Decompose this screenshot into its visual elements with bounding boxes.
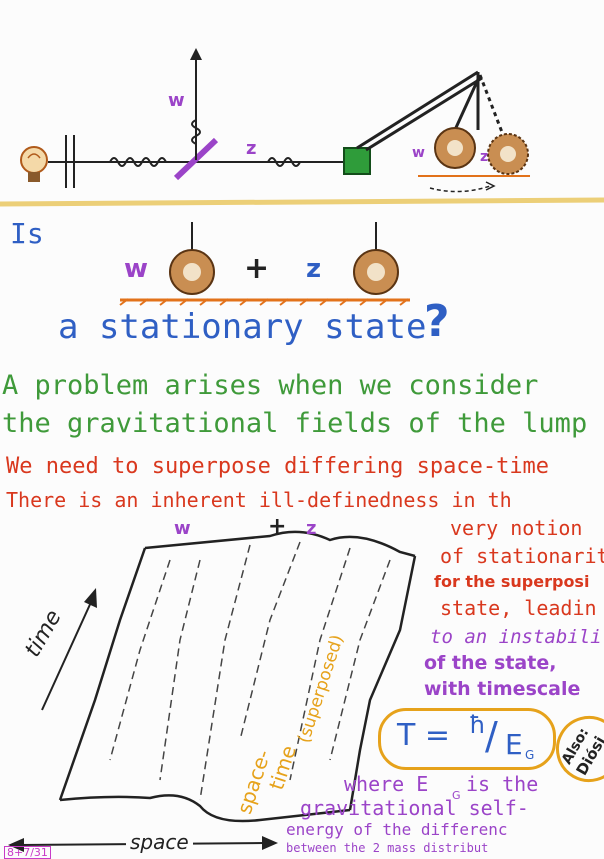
question-plus: + — [244, 251, 270, 286]
apparatus-diagram — [0, 48, 604, 207]
mass-lump-left — [434, 127, 476, 169]
right-text-line5: to an instabili — [430, 626, 602, 648]
mass-lump-right — [487, 133, 529, 175]
spacetime-label-w: w — [174, 518, 191, 539]
crane-arm — [356, 70, 507, 152]
photon-wave-packet — [109, 157, 167, 167]
formula-slash: / — [485, 714, 498, 758]
formula-T: T = — [397, 718, 450, 753]
question-w: w — [124, 254, 149, 284]
question-stationary-state: a stationary state — [58, 307, 427, 347]
right-text-line4: state, leadin — [440, 596, 597, 620]
detector-box — [343, 147, 371, 175]
green-text-line2: the gravitational fields of the lump — [2, 408, 588, 439]
question-z: z — [306, 254, 322, 284]
question-is: Is — [10, 217, 44, 250]
bottom-text-line2: gravitational self- — [300, 796, 529, 820]
bottom-text-line1b: is the — [466, 772, 539, 796]
bottom-text-line1-sub: G — [452, 789, 461, 802]
green-text-line1: A problem arises when we consider — [2, 370, 539, 401]
formula-box: T = ħ / E G — [378, 708, 556, 770]
question-mark: ? — [424, 296, 450, 347]
top-label-w-small: w — [412, 145, 425, 161]
light-bulb-icon — [20, 146, 48, 182]
spacetime-label-z: z — [306, 518, 317, 539]
spacetime-label-plus: + — [268, 514, 287, 539]
red-text-line1: We need to superpose differing space-tim… — [6, 454, 550, 479]
top-label-z-small: z — [480, 149, 489, 165]
bottom-text-line1: where E — [344, 772, 429, 796]
top-label-z: z — [246, 138, 257, 159]
spacetime-sheet-right-edge — [348, 555, 417, 811]
right-text-line2: of stationarit — [440, 544, 604, 568]
date-stamp: 8+7/31 — [4, 846, 51, 859]
right-text-line7: with timescale — [424, 678, 581, 700]
bottom-text-line3: energy of the differenc — [286, 820, 508, 839]
superposed-lumps-figure — [119, 222, 410, 306]
formula-E: E — [505, 728, 523, 761]
right-text-line6: of the state, — [424, 652, 557, 674]
red-text-line2: There is an inherent ill-definedness in … — [6, 488, 512, 512]
formula-hbar: ħ — [469, 711, 486, 739]
right-text-line1: very notion — [450, 516, 583, 540]
space-axis-label: space — [126, 832, 193, 852]
section-divider — [0, 197, 604, 207]
top-label-w: w — [168, 90, 185, 111]
bottom-text-line4: between the 2 mass distribut — [286, 841, 489, 855]
formula-sub: G — [525, 748, 535, 762]
spacetime-sheet-bottom-edge — [59, 794, 351, 823]
spacetime-sheet-left-edge — [58, 547, 147, 801]
spacetime-sheet-top-edge — [144, 530, 416, 558]
time-axis-arrow — [41, 599, 93, 711]
right-text-line3: for the superposi — [434, 572, 590, 591]
